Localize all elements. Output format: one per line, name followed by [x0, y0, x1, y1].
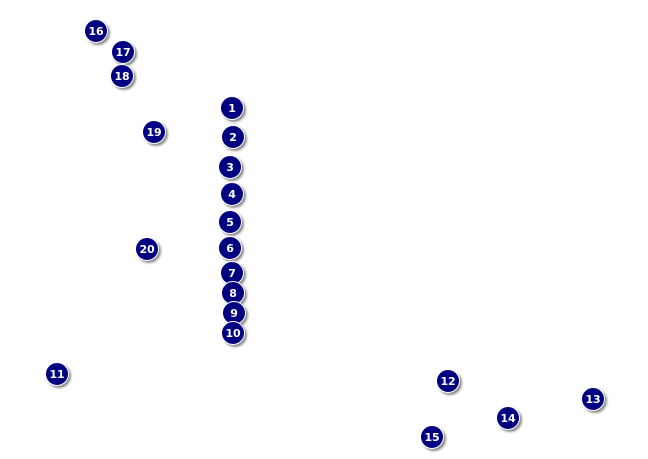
map-marker-16[interactable]: 16 — [84, 19, 108, 43]
map-marker-12[interactable]: 12 — [436, 369, 460, 393]
map-marker-14[interactable]: 14 — [496, 406, 520, 430]
marker-label: 4 — [228, 187, 236, 201]
map-marker-20[interactable]: 20 — [135, 237, 159, 261]
marker-label: 8 — [229, 286, 237, 300]
marker-label: 17 — [115, 45, 131, 59]
marker-label: 19 — [146, 125, 162, 139]
marker-label: 6 — [226, 241, 234, 255]
marker-label: 11 — [49, 367, 65, 381]
map-marker-10[interactable]: 10 — [221, 321, 245, 345]
marker-label: 2 — [229, 130, 237, 144]
map-marker-17[interactable]: 17 — [111, 40, 135, 64]
map-marker-19[interactable]: 19 — [142, 120, 166, 144]
marker-label: 5 — [226, 215, 234, 229]
marker-label: 9 — [230, 306, 238, 320]
marker-label: 16 — [88, 24, 104, 38]
map-marker-6[interactable]: 6 — [218, 236, 242, 260]
map-marker-13[interactable]: 13 — [581, 387, 605, 411]
map-marker-1[interactable]: 1 — [220, 96, 244, 120]
marker-label: 10 — [225, 326, 241, 340]
map-marker-11[interactable]: 11 — [45, 362, 69, 386]
marker-label: 20 — [139, 242, 155, 256]
map-marker-3[interactable]: 3 — [218, 155, 242, 179]
map-marker-18[interactable]: 18 — [110, 64, 134, 88]
marker-label: 18 — [114, 69, 130, 83]
marker-label: 3 — [226, 160, 234, 174]
marker-label: 12 — [440, 374, 456, 388]
marker-label: 13 — [585, 392, 601, 406]
marker-label: 7 — [228, 266, 236, 280]
map-marker-4[interactable]: 4 — [220, 182, 244, 206]
map-marker-2[interactable]: 2 — [221, 125, 245, 149]
map-marker-15[interactable]: 15 — [420, 425, 444, 449]
marker-label: 1 — [228, 101, 236, 115]
marker-label: 15 — [424, 430, 440, 444]
marker-label: 14 — [500, 411, 516, 425]
map-marker-5[interactable]: 5 — [218, 210, 242, 234]
